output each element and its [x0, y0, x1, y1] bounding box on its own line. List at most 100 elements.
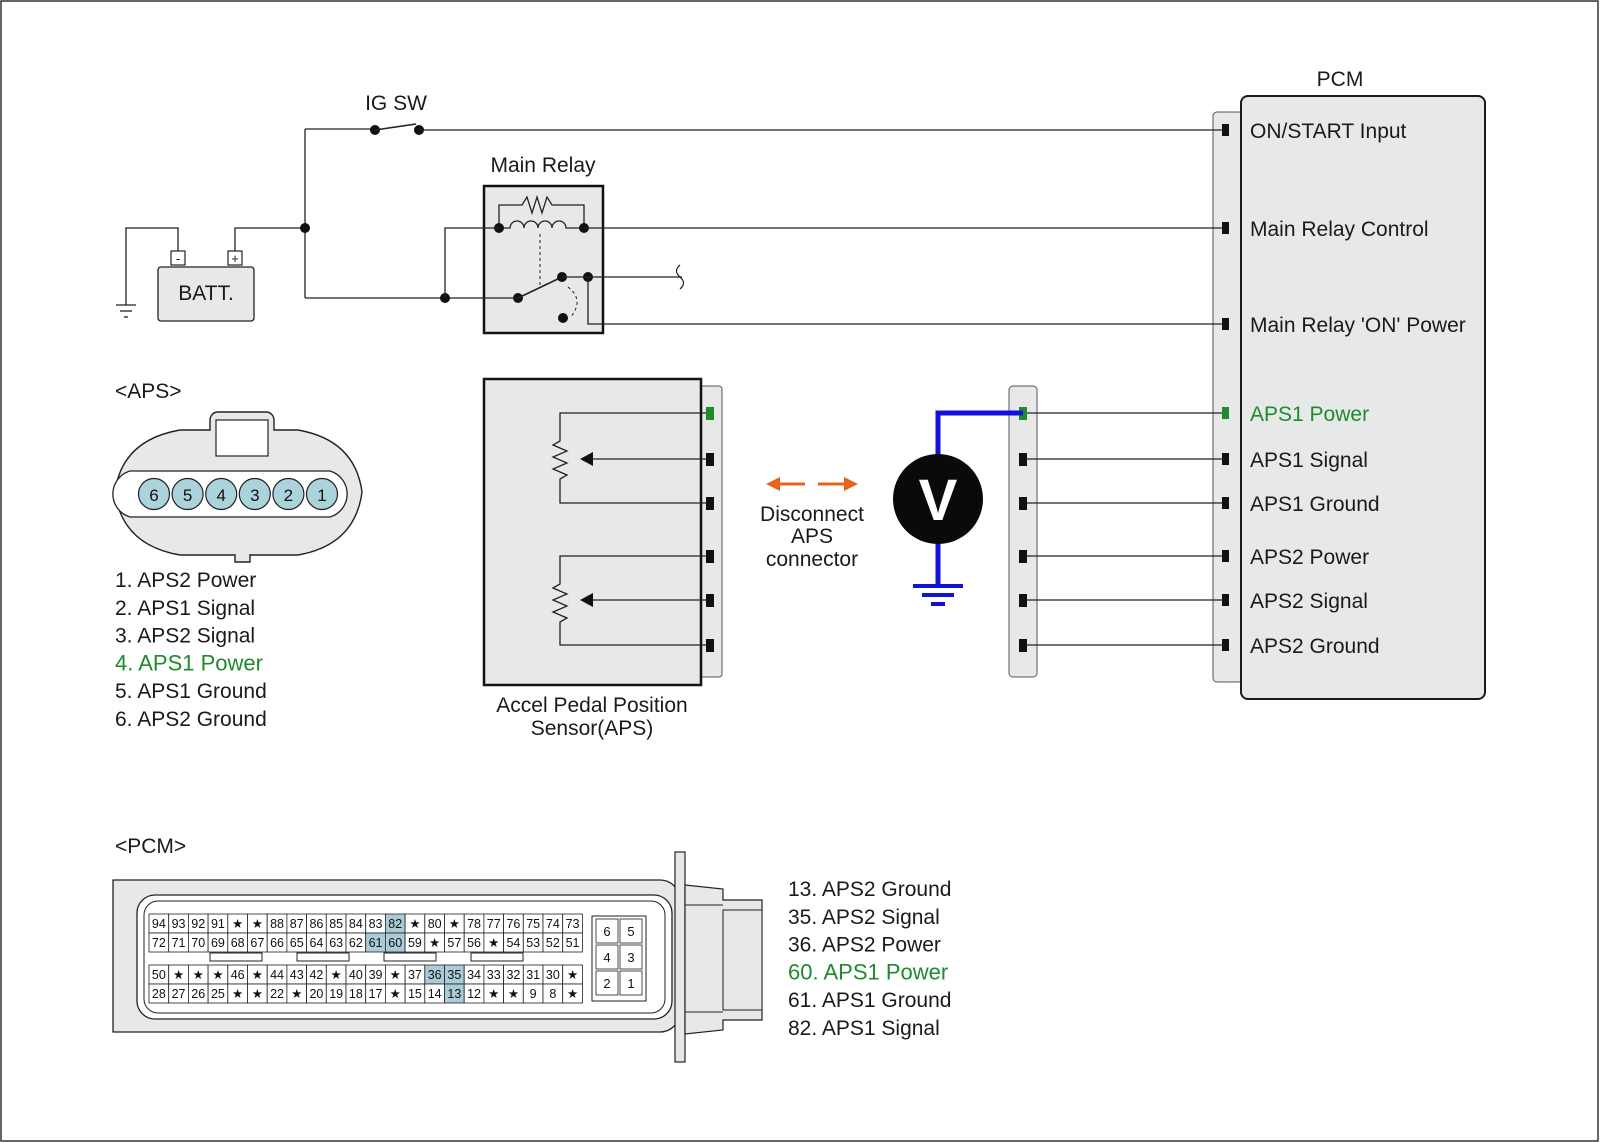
- aps-pin-number: 5: [183, 486, 192, 505]
- aps-pin-number: 1: [317, 486, 326, 505]
- pcm-pin-number: 8: [549, 987, 556, 1001]
- pcm-pin-label: Main Relay Control: [1250, 218, 1429, 241]
- pcm-pin-number: 57: [447, 936, 461, 950]
- pcm-pin-number: ★: [331, 968, 342, 982]
- instruction-line3: connector: [766, 548, 858, 571]
- pcm-pin-number: 51: [566, 936, 580, 950]
- pcm-pin-number: 50: [152, 968, 166, 982]
- pcm-pin-number: ★: [508, 987, 519, 1001]
- aps-legend-item: 4. APS1 Power: [115, 650, 263, 675]
- pcm-pin-number: 93: [172, 917, 186, 931]
- aps-pin-4: [205, 477, 238, 511]
- pcm-connector-flange: [674, 851, 686, 1063]
- relay-coil-icon: [499, 220, 584, 229]
- pcm-pin-number: ★: [212, 968, 223, 982]
- pcm-pin-number: 13: [447, 987, 461, 1001]
- pcm-pin-number: 64: [309, 936, 323, 950]
- pcm-pin-number: 42: [309, 968, 323, 982]
- pcm-pin-number: 62: [349, 936, 363, 950]
- pcm-pin-number: ★: [429, 936, 440, 950]
- pcm-pin-number: 37: [408, 968, 422, 982]
- pcm-small-pin-cell: [619, 944, 643, 970]
- pcm-small-pin-cell: [595, 944, 619, 970]
- potentiometer-1-icon: [551, 412, 706, 504]
- pcm-small-pin-number: 6: [603, 924, 610, 939]
- aps-sensor-box: [482, 377, 703, 687]
- pcm-pin-number: 27: [172, 987, 186, 1001]
- pcm-pin-label: Main Relay 'ON' Power: [1250, 314, 1466, 337]
- pcm-pin-number: 92: [191, 917, 205, 931]
- supply-junction: [300, 223, 310, 233]
- pcm-pin-label: APS1 Signal: [1250, 449, 1368, 472]
- aps-legend-item: 2. APS1 Signal: [115, 597, 255, 620]
- pcm-pin-number: ★: [252, 987, 263, 1001]
- pcm-legend-item: 35. APS2 Signal: [788, 906, 940, 929]
- pcm-pin-number: 85: [329, 917, 343, 931]
- wire-break-icon: [675, 264, 685, 290]
- pcm-pin-number: 39: [369, 968, 383, 982]
- pcm-pin-number: 59: [408, 936, 422, 950]
- pcm-pin-number: 86: [309, 917, 323, 931]
- pcm-pin-number: 65: [290, 936, 304, 950]
- pcm-pin-number: ★: [488, 987, 499, 1001]
- aps-pin-3: [238, 477, 271, 511]
- pcm-pin-number: 88: [270, 917, 284, 931]
- pcm-pin-number: 75: [526, 917, 540, 931]
- pcm-pin-number: ★: [252, 917, 263, 931]
- pcm-pin-number: 54: [506, 936, 520, 950]
- pcm-pin-label: APS2 Ground: [1250, 635, 1380, 658]
- relay-coil-feed-wire: [444, 227, 499, 298]
- pcm-small-pin-cell: [595, 918, 619, 944]
- pcm-pin-number: ★: [232, 917, 243, 931]
- pcm-pin-number: 80: [428, 917, 442, 931]
- pcm-pin-number: 68: [231, 936, 245, 950]
- pcm-pin-number: 60: [388, 936, 402, 950]
- voltmeter-symbol: V: [919, 468, 958, 533]
- pcm-pin-number: 69: [211, 936, 225, 950]
- pcm-pin-number: 28: [152, 987, 166, 1001]
- aps-pin-2: [272, 477, 305, 511]
- pcm-pin-list: ON/START Input Main Relay Control Main R…: [1222, 120, 1466, 658]
- aps-connector-latch: [215, 419, 269, 457]
- pcm-pin-number: 76: [506, 917, 520, 931]
- pcm-pin-number: 30: [546, 968, 560, 982]
- pcm-pin-label: APS2 Power: [1250, 546, 1369, 569]
- aps-sensor: Accel Pedal Position Sensor(APS): [482, 377, 723, 740]
- pcm-pin-label: APS1 Ground: [1250, 493, 1380, 516]
- aps-pin-5: [171, 477, 204, 511]
- pcm-legend-item: 82. APS1 Signal: [788, 1017, 940, 1040]
- aps-legend-item: 5. APS1 Ground: [115, 680, 267, 703]
- pcm-pin-label-highlight: APS1 Power: [1250, 403, 1369, 426]
- pcm-pin-number: 61: [369, 936, 383, 950]
- pcm-small-pin-number: 5: [627, 924, 634, 939]
- probe-wire: [935, 410, 1023, 455]
- pcm-pin-number: 77: [487, 917, 501, 931]
- pcm-legend-item: 13. APS2 Ground: [788, 878, 951, 901]
- battery-positive-wire: [234, 227, 305, 251]
- pcm-pin-number: 78: [467, 917, 481, 931]
- pcm-pin-number: ★: [567, 987, 578, 1001]
- pcm-pin-number: 9: [530, 987, 537, 1001]
- disconnect-arrows-icon: [766, 477, 858, 491]
- pcm-box: [1240, 95, 1486, 700]
- pcm-small-pin-number: 4: [603, 950, 610, 965]
- battery: - + BATT.: [157, 250, 255, 322]
- pcm-small-pin-cell: [619, 970, 643, 996]
- pcm-legend-item: 61. APS1 Ground: [788, 989, 951, 1012]
- pcm-pin-number: 70: [191, 936, 205, 950]
- pcm-pin-number: ★: [390, 968, 401, 982]
- pcm-small-pin-number: 1: [627, 976, 634, 991]
- pcm-pin-number: 31: [526, 968, 540, 982]
- pcm-pin-number: 14: [428, 987, 442, 1001]
- pcm-module: PCM: [1212, 68, 1486, 700]
- pcm-pin-number: 18: [349, 987, 363, 1001]
- ground-icon: [116, 304, 136, 318]
- ig-sw-label: IG SW: [365, 92, 427, 115]
- aps-pin-number: 4: [216, 486, 225, 505]
- pcm-small-pin-cell: [595, 970, 619, 996]
